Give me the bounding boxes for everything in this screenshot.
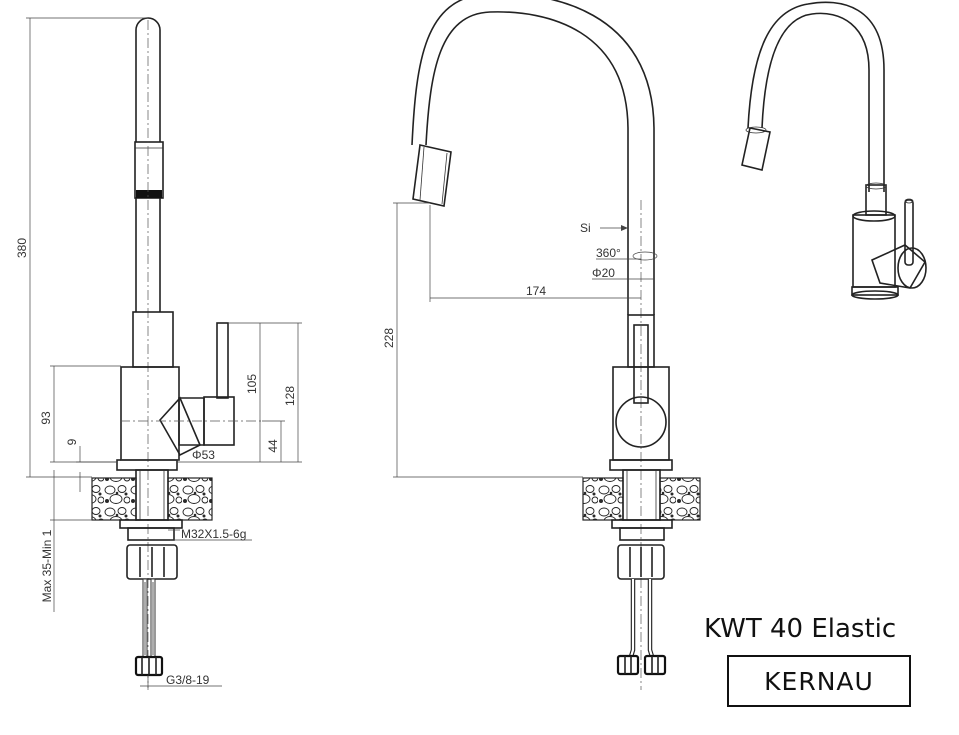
dim-countertop: Max 35-Min 1 — [40, 529, 54, 602]
dim-spout-height: 228 — [382, 328, 396, 348]
dim-lever-top: 128 — [283, 386, 297, 406]
perspective-view — [741, 1, 927, 300]
dim-hose-thread: G3/8-19 — [166, 673, 210, 687]
dim-pivot-label: Si — [580, 221, 591, 235]
product-model: KWT 40 Elastic — [704, 614, 896, 644]
dim-rotation: 360° — [596, 246, 621, 260]
side-view-dimensions — [393, 202, 658, 478]
side-view — [411, 0, 701, 690]
front-view — [91, 17, 262, 690]
dim-body-height: 93 — [39, 411, 53, 425]
dim-thread: M32X1.5-6g — [181, 527, 246, 541]
dim-base-gap: 9 — [65, 438, 79, 445]
dim-lever-axis: 44 — [266, 439, 280, 453]
dim-height-total: 380 — [15, 238, 29, 258]
dim-spout-reach: 174 — [526, 284, 546, 298]
brand-logo: KERNAU — [764, 667, 874, 696]
front-view-dimensions — [26, 17, 302, 688]
dim-body-diameter: Φ53 — [192, 448, 215, 462]
brand-logo-frame — [727, 655, 911, 707]
dim-lever-height: 105 — [245, 374, 259, 394]
dim-spout-diameter: Φ20 — [592, 266, 615, 280]
